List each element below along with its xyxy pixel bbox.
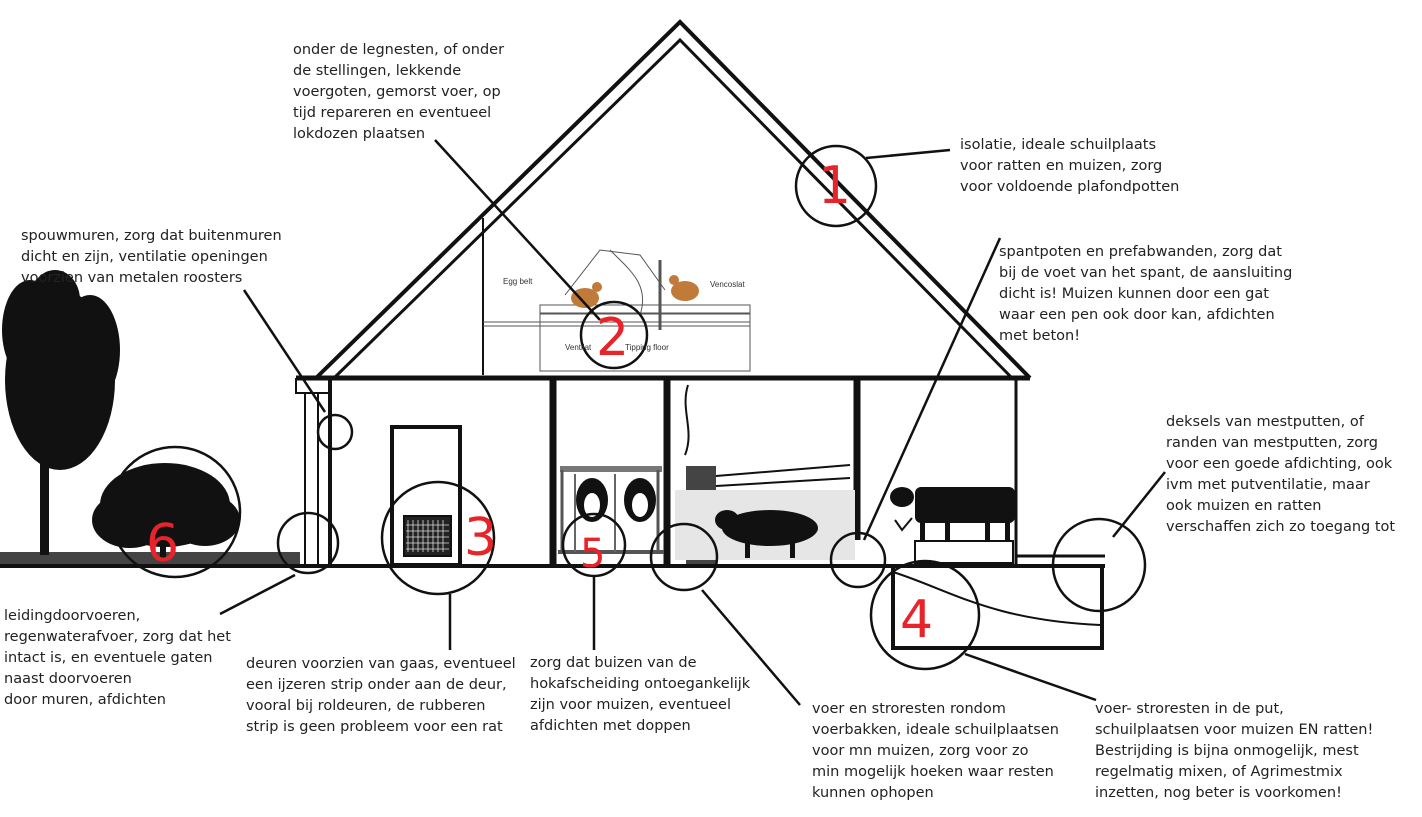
- callout-lines: [219, 139, 1166, 706]
- note-isolatie: isolatie, ideale schuilplaats voor ratte…: [960, 137, 1180, 195]
- cattle-icon: [890, 487, 1015, 542]
- highlight-circles: [108, 144, 1147, 671]
- note-put: voer- stroresten in de put, schuilplaats…: [1095, 701, 1374, 801]
- calf-pen-icon: [558, 466, 664, 554]
- label-tipping-floor: Tipping floor: [625, 343, 669, 352]
- pig-pen-icon: [675, 464, 855, 564]
- roof: [314, 19, 1032, 380]
- note-deksels: deksels van mestputten, of randen van me…: [1166, 414, 1396, 535]
- note-spouwmuren: spouwmuren, zorg dat buitenmuren dicht e…: [21, 228, 282, 286]
- label-egg-belt: Egg belt: [503, 277, 533, 286]
- circle-6: [108, 445, 242, 579]
- circle-4: [869, 559, 981, 671]
- note-voerbakken: voer en stroresten rondom voerbakken, id…: [812, 701, 1059, 801]
- marker-2: 2: [596, 308, 630, 368]
- label-vencoslat: Vencoslat: [710, 280, 745, 289]
- label-ventilation: Ventilat: [565, 343, 592, 352]
- circle-3: [380, 480, 496, 596]
- circle-2: [579, 300, 649, 370]
- marker-4: 4: [900, 590, 934, 650]
- note-spantpoten: spantpoten en prefabwanden, zorg dat bij…: [999, 244, 1293, 344]
- check-glyph: [894, 517, 913, 532]
- note-hokafscheiding: zorg dat buizen van de hokafscheiding on…: [530, 655, 751, 734]
- hen-icon: [571, 275, 699, 308]
- note-leidingdoorvoeren: leidingdoorvoeren, regenwaterafvoer, zor…: [4, 608, 231, 708]
- circle-feed: [649, 522, 719, 592]
- circle-1: [794, 144, 878, 228]
- marker-3: 3: [464, 508, 498, 568]
- circle-5: [561, 512, 627, 578]
- tree-tall-icon: [2, 270, 120, 555]
- marker-1: 1: [818, 156, 852, 216]
- marker-5: 5: [580, 531, 606, 577]
- marker-6: 6: [146, 514, 180, 574]
- circle-spant: [829, 531, 887, 589]
- circle-pipe: [276, 511, 340, 575]
- ground-grass: [0, 552, 300, 566]
- circle-lid: [1051, 517, 1147, 613]
- circle-vent: [316, 413, 354, 451]
- barn-walls: [295, 375, 1030, 566]
- feed-platform: [914, 540, 1014, 564]
- note-legnesten: onder de legnesten, of onder de stelling…: [293, 42, 505, 142]
- note-deuren: deuren voorzien van gaas, eventueel een …: [246, 656, 516, 735]
- door: [390, 425, 462, 567]
- tree-bush-icon: [92, 463, 240, 560]
